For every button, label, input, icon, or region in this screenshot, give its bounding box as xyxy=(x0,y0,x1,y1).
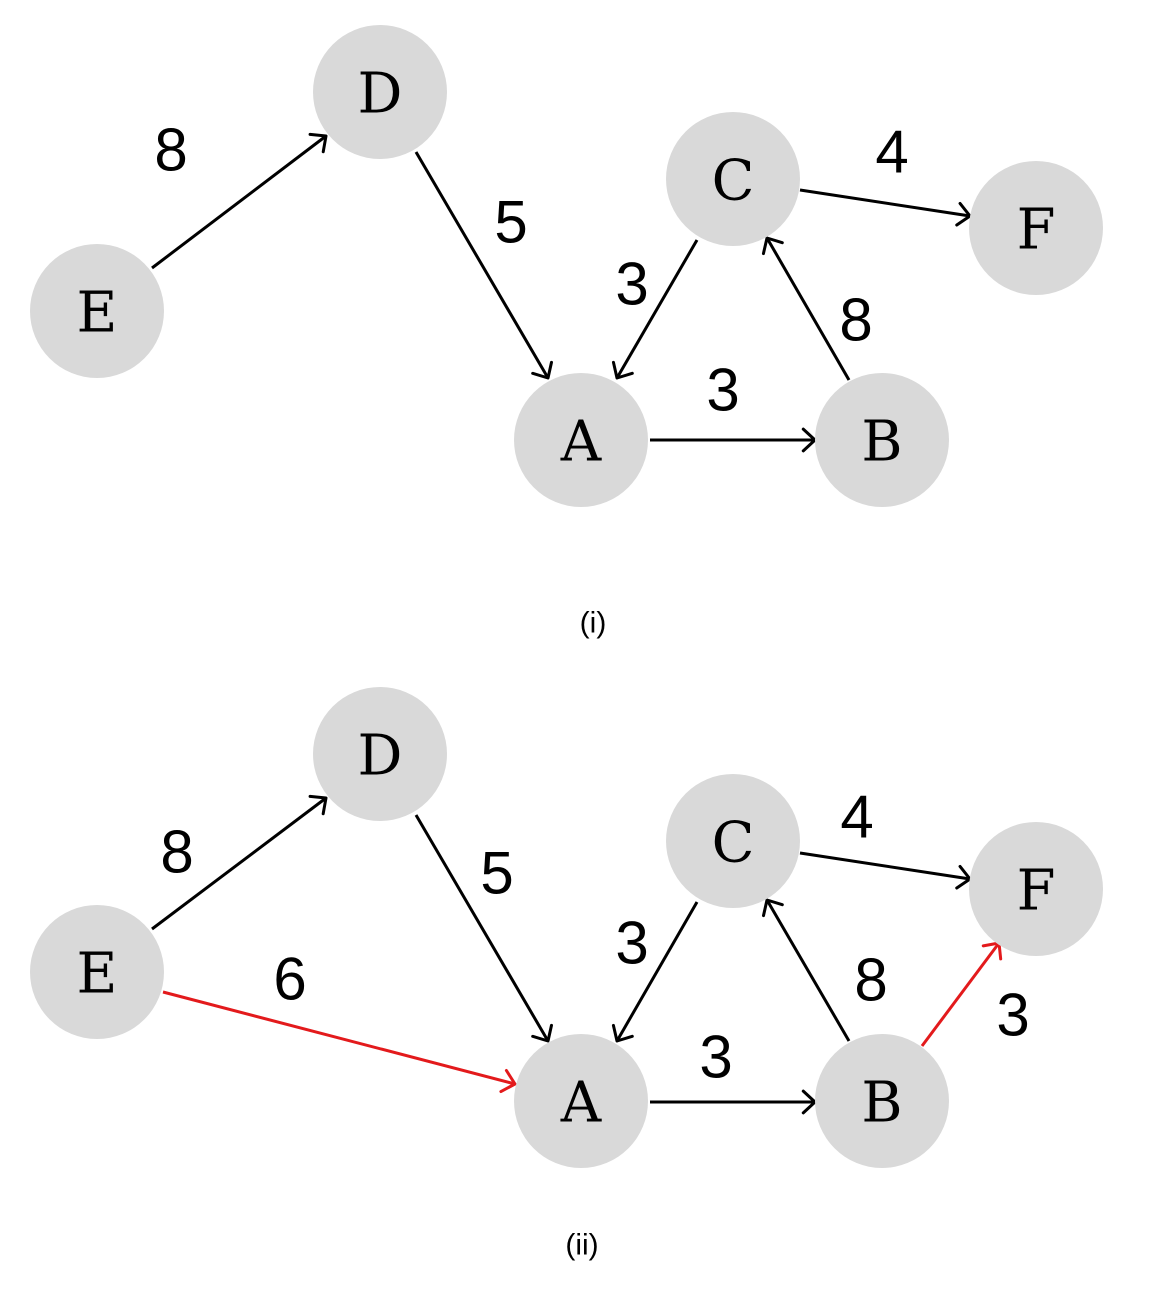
edge-c-to-a xyxy=(611,239,699,380)
edge-e-to-d xyxy=(151,794,328,931)
node-label: C xyxy=(712,811,755,876)
edge-b-to-c xyxy=(761,236,851,381)
edge-b-to-c xyxy=(761,898,851,1042)
edge-weight-c-f: 4 xyxy=(840,784,873,851)
node-f: F xyxy=(969,161,1103,295)
edge-e-to-d xyxy=(151,132,328,270)
edge-weight-c-a: 3 xyxy=(615,910,648,977)
node-e: E xyxy=(30,905,164,1039)
caption-i: (i) xyxy=(580,607,607,640)
node-d: D xyxy=(313,687,447,821)
node-label: A xyxy=(560,1071,602,1136)
node-c: C xyxy=(666,774,800,908)
node-a: A xyxy=(514,1034,648,1168)
edge-weight-d-a: 5 xyxy=(494,189,527,256)
edge-weight-c-f: 4 xyxy=(875,119,908,186)
edge-a-to-b xyxy=(650,1089,817,1115)
edge-weight-b-c: 8 xyxy=(854,947,887,1014)
node-label: F xyxy=(1017,859,1056,924)
node-label: A xyxy=(560,410,602,475)
node-b: B xyxy=(815,1034,949,1168)
edge-weight-e-d: 8 xyxy=(154,117,187,184)
edge-weight-a-b: 3 xyxy=(706,357,739,424)
caption-ii: (ii) xyxy=(565,1229,598,1262)
edge-c-to-f xyxy=(799,188,972,227)
node-b: B xyxy=(815,373,949,507)
edge-weight-b-c: 8 xyxy=(839,287,872,354)
edge-c-to-a xyxy=(611,901,699,1043)
edge-weight-a-b: 3 xyxy=(699,1024,732,1091)
edge-weight-e-d: 8 xyxy=(160,819,193,886)
node-a: A xyxy=(514,373,648,507)
node-label: D xyxy=(358,724,403,789)
edge-weight-b-f: 3 xyxy=(996,982,1029,1049)
node-label: B xyxy=(861,410,902,475)
edge-e-to-a xyxy=(162,990,517,1094)
edge-weight-d-a: 5 xyxy=(480,840,513,907)
edge-d-to-a xyxy=(414,151,553,380)
node-f: F xyxy=(969,822,1103,956)
edge-c-to-f xyxy=(799,851,972,890)
edge-weight-c-a: 3 xyxy=(615,251,648,318)
node-c: C xyxy=(666,112,800,246)
edge-d-to-a xyxy=(414,814,553,1043)
edge-weight-e-a: 6 xyxy=(273,946,306,1013)
node-label: B xyxy=(861,1071,902,1136)
edge-a-to-b xyxy=(650,427,817,453)
node-label: C xyxy=(712,149,755,214)
node-e: E xyxy=(30,244,164,378)
node-label: F xyxy=(1017,198,1056,263)
node-label: D xyxy=(358,62,403,127)
edge-b-to-f xyxy=(920,941,1003,1047)
node-label: E xyxy=(77,281,118,346)
node-label: E xyxy=(77,942,118,1007)
node-d: D xyxy=(313,25,447,159)
